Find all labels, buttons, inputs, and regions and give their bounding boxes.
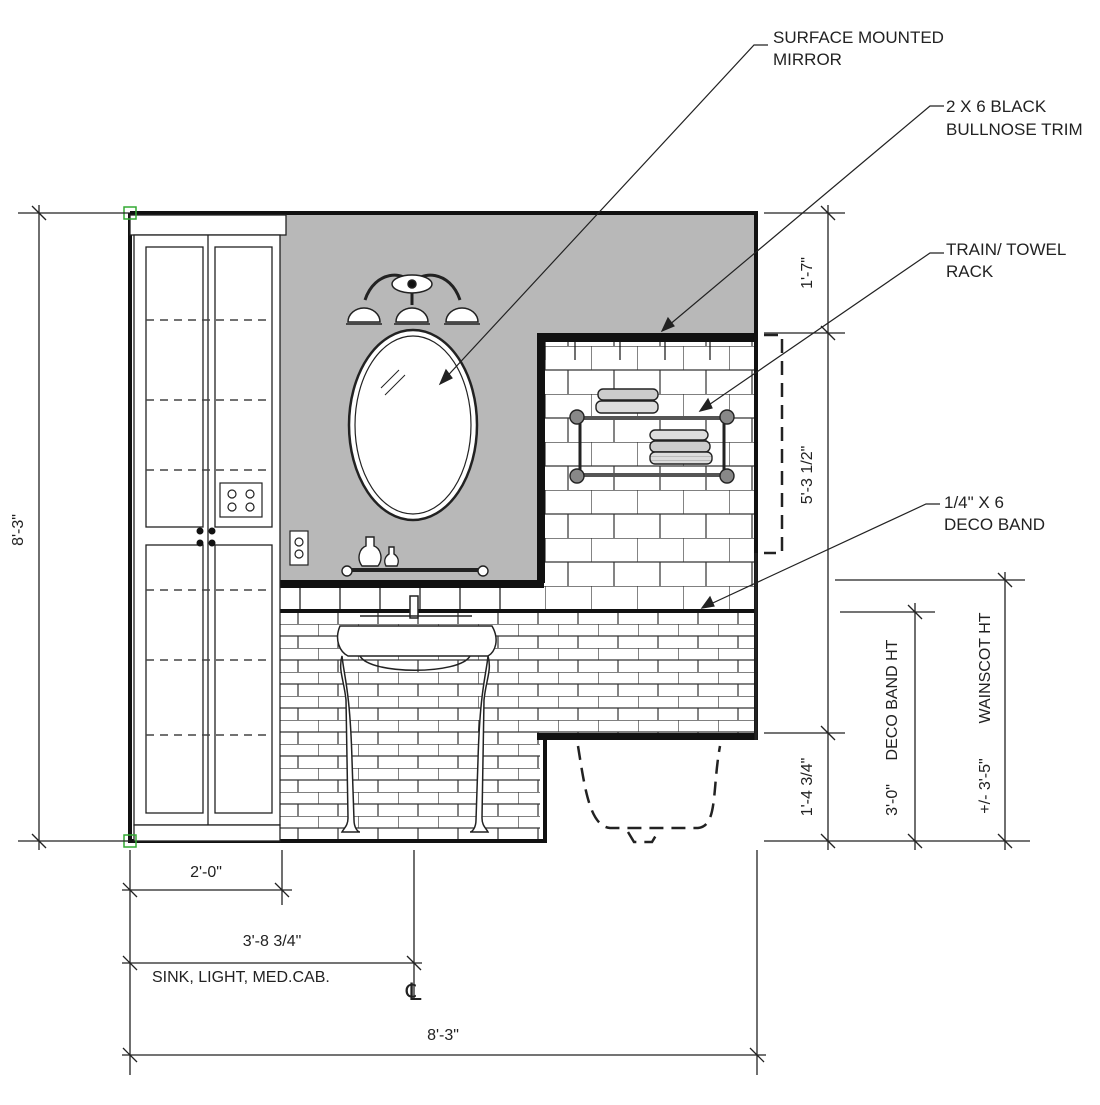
tub-ledge: [537, 733, 758, 740]
callout-mirror-line1: SURFACE MOUNTED: [773, 28, 944, 47]
dim-overall-width: 8'-3": [427, 1027, 459, 1044]
callout-mirror-line2: MIRROR: [773, 50, 842, 69]
cabinet-knobs: [196, 527, 216, 547]
switch-plate: [219, 482, 263, 518]
linen-cabinet: [129, 214, 287, 842]
electrical-outlet: [289, 530, 309, 566]
cap-tiles: [299, 342, 711, 610]
train-towel-rack: [569, 388, 735, 484]
pedestal-sink: [336, 595, 497, 833]
callout-trim-line2: BULLNOSE TRIM: [946, 120, 1083, 139]
glass-shelf: [341, 536, 489, 577]
wainscot-tile-lower: [278, 734, 540, 841]
bathtub-outline: [576, 333, 784, 844]
bullnose-trim-vanity: [276, 580, 544, 588]
dim-wainscot-ht: +/- 3'-5": [977, 758, 994, 813]
dim-tile-field: 5'-3 1/2": [799, 446, 816, 505]
dim-sink-center: 3'-8 3/4": [243, 933, 302, 950]
cabinet-glass-grid: [146, 319, 272, 736]
callout-band-line1: 1/4" X 6: [944, 493, 1004, 512]
vanity-light-fixture: [346, 273, 480, 325]
callout-rack-line2: RACK: [946, 262, 994, 281]
dim-deco-band-ht: 3'-0": [884, 784, 901, 816]
callout-trim-line1: 2 X 6 BLACK: [946, 97, 1047, 116]
oval-mirror: [347, 328, 479, 522]
callout-rack-line1: TRAIN/ TOWEL: [946, 240, 1066, 259]
dim-wainscot-label: WAINSCOT HT: [977, 612, 994, 723]
callout-band-line2: DECO BAND: [944, 515, 1045, 534]
dim-sink-note: SINK, LIGHT, MED.CAB.: [152, 969, 330, 986]
dim-deco-band-label: DECO BAND HT: [884, 639, 901, 760]
dim-tub-height: 1'-4 3/4": [799, 758, 816, 817]
dim-cabinet-width: 2'-0": [190, 864, 222, 881]
dim-overall-height: 8'-3": [10, 514, 27, 546]
bullnose-trim-shower-side: [537, 333, 545, 583]
callout-leaders: [438, 44, 944, 609]
centerline-symbol: ℄: [405, 979, 422, 1006]
bullnose-trim-shower: [537, 333, 758, 342]
dim-upper-wall: 1'-7": [799, 257, 816, 289]
dimension-lines: [18, 205, 1030, 1075]
deco-band: [276, 609, 758, 613]
